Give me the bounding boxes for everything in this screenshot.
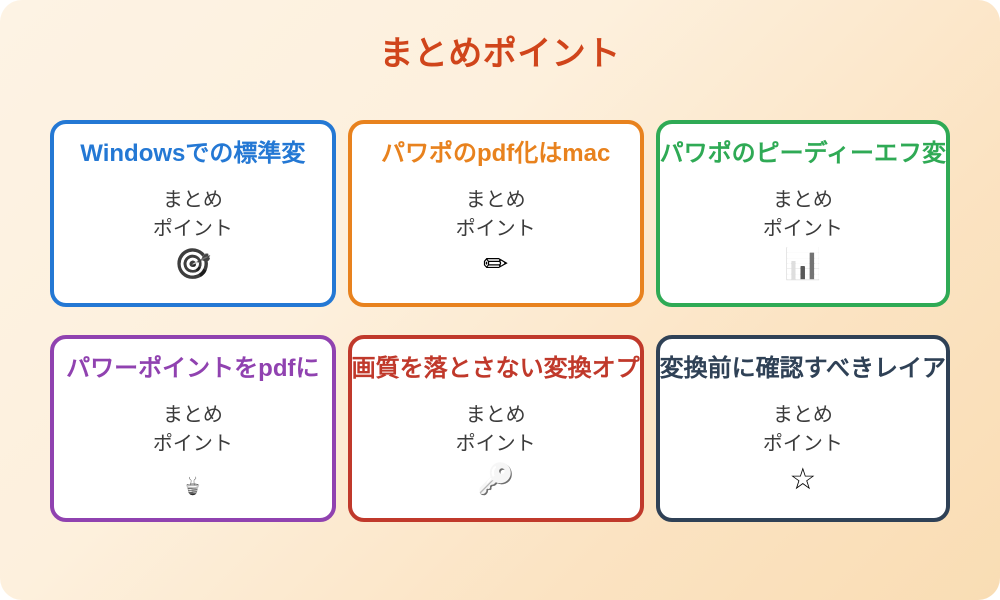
lightbulb-icon: 💡 — [174, 463, 212, 497]
card-title: 画質を落とさない変換オプ — [351, 355, 640, 382]
summary-card-grid: Windowsでの標準変 まとめ ポイント 🎯 パワポのpdf化はmac まとめ… — [50, 120, 950, 522]
summary-card-4[interactable]: パワーポイントをpdfに まとめ ポイント 💡 — [50, 335, 336, 522]
card-body: まとめ ポイント — [762, 189, 843, 241]
card-body: まとめ ポイント — [455, 189, 536, 241]
card-title: 変換前に確認すべきレイア — [659, 355, 946, 382]
bar-chart-icon: 📊 — [784, 248, 822, 282]
dart-target-icon: 🎯 — [174, 248, 212, 282]
summary-card-1[interactable]: Windowsでの標準変 まとめ ポイント 🎯 — [50, 120, 336, 307]
pencil-icon: ✏ — [483, 248, 509, 282]
card-title: パワーポイントをpdfに — [66, 355, 320, 382]
card-title: パワポのピーディーエフ変 — [659, 140, 946, 167]
card-body: まとめ ポイント — [152, 189, 233, 241]
star-icon: ☆ — [789, 463, 817, 497]
card-body: まとめ ポイント — [762, 404, 843, 456]
summary-card-5[interactable]: 画質を落とさない変換オプ まとめ ポイント 🔑 — [347, 335, 644, 522]
card-title: Windowsでの標準変 — [80, 140, 306, 167]
card-body: まとめ ポイント — [152, 404, 233, 456]
summary-card-2[interactable]: パワポのpdf化はmac まとめ ポイント ✏ — [347, 120, 644, 307]
summary-card-6[interactable]: 変換前に確認すべきレイア まとめ ポイント ☆ — [655, 335, 950, 522]
summary-card-3[interactable]: パワポのピーディーエフ変 まとめ ポイント 📊 — [655, 120, 950, 307]
card-title: パワポのpdf化はmac — [380, 140, 611, 167]
card-body: まとめ ポイント — [455, 404, 536, 456]
page-title: まとめポイント — [379, 35, 621, 73]
key-icon: 🔑 — [476, 463, 515, 497]
